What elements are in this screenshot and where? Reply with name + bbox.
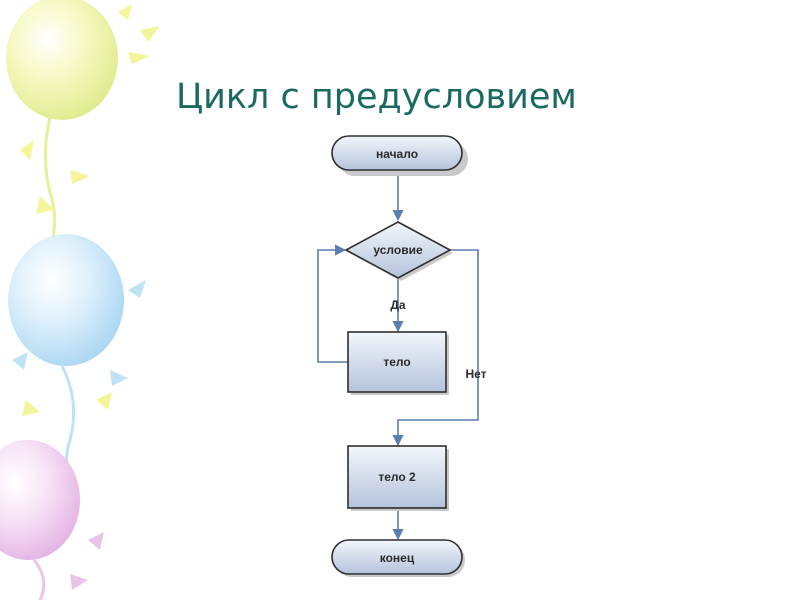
edge-condition-no	[392, 249, 479, 447]
body2-process: тело 2	[347, 445, 449, 511]
start-label: начало	[376, 147, 418, 161]
yes-label: Да	[390, 298, 406, 312]
yellow-balloon-icon	[6, 0, 160, 263]
body-process: тело	[347, 331, 449, 395]
blue-balloon-icon	[8, 234, 146, 501]
connectors	[317, 172, 479, 541]
condition-label: условие	[373, 243, 423, 257]
end-terminal: конец	[331, 539, 465, 577]
slide-title: Цикл с предусловием	[176, 77, 577, 117]
body-label: тело	[383, 355, 410, 369]
body2-label: тело 2	[378, 470, 416, 484]
edge-body-loop-back	[317, 244, 348, 363]
pink-balloon-icon	[0, 440, 104, 600]
condition-decision: условие	[344, 221, 453, 281]
end-label: конец	[380, 551, 415, 565]
no-label: Нет	[465, 367, 486, 381]
start-terminal: начало	[331, 135, 468, 176]
